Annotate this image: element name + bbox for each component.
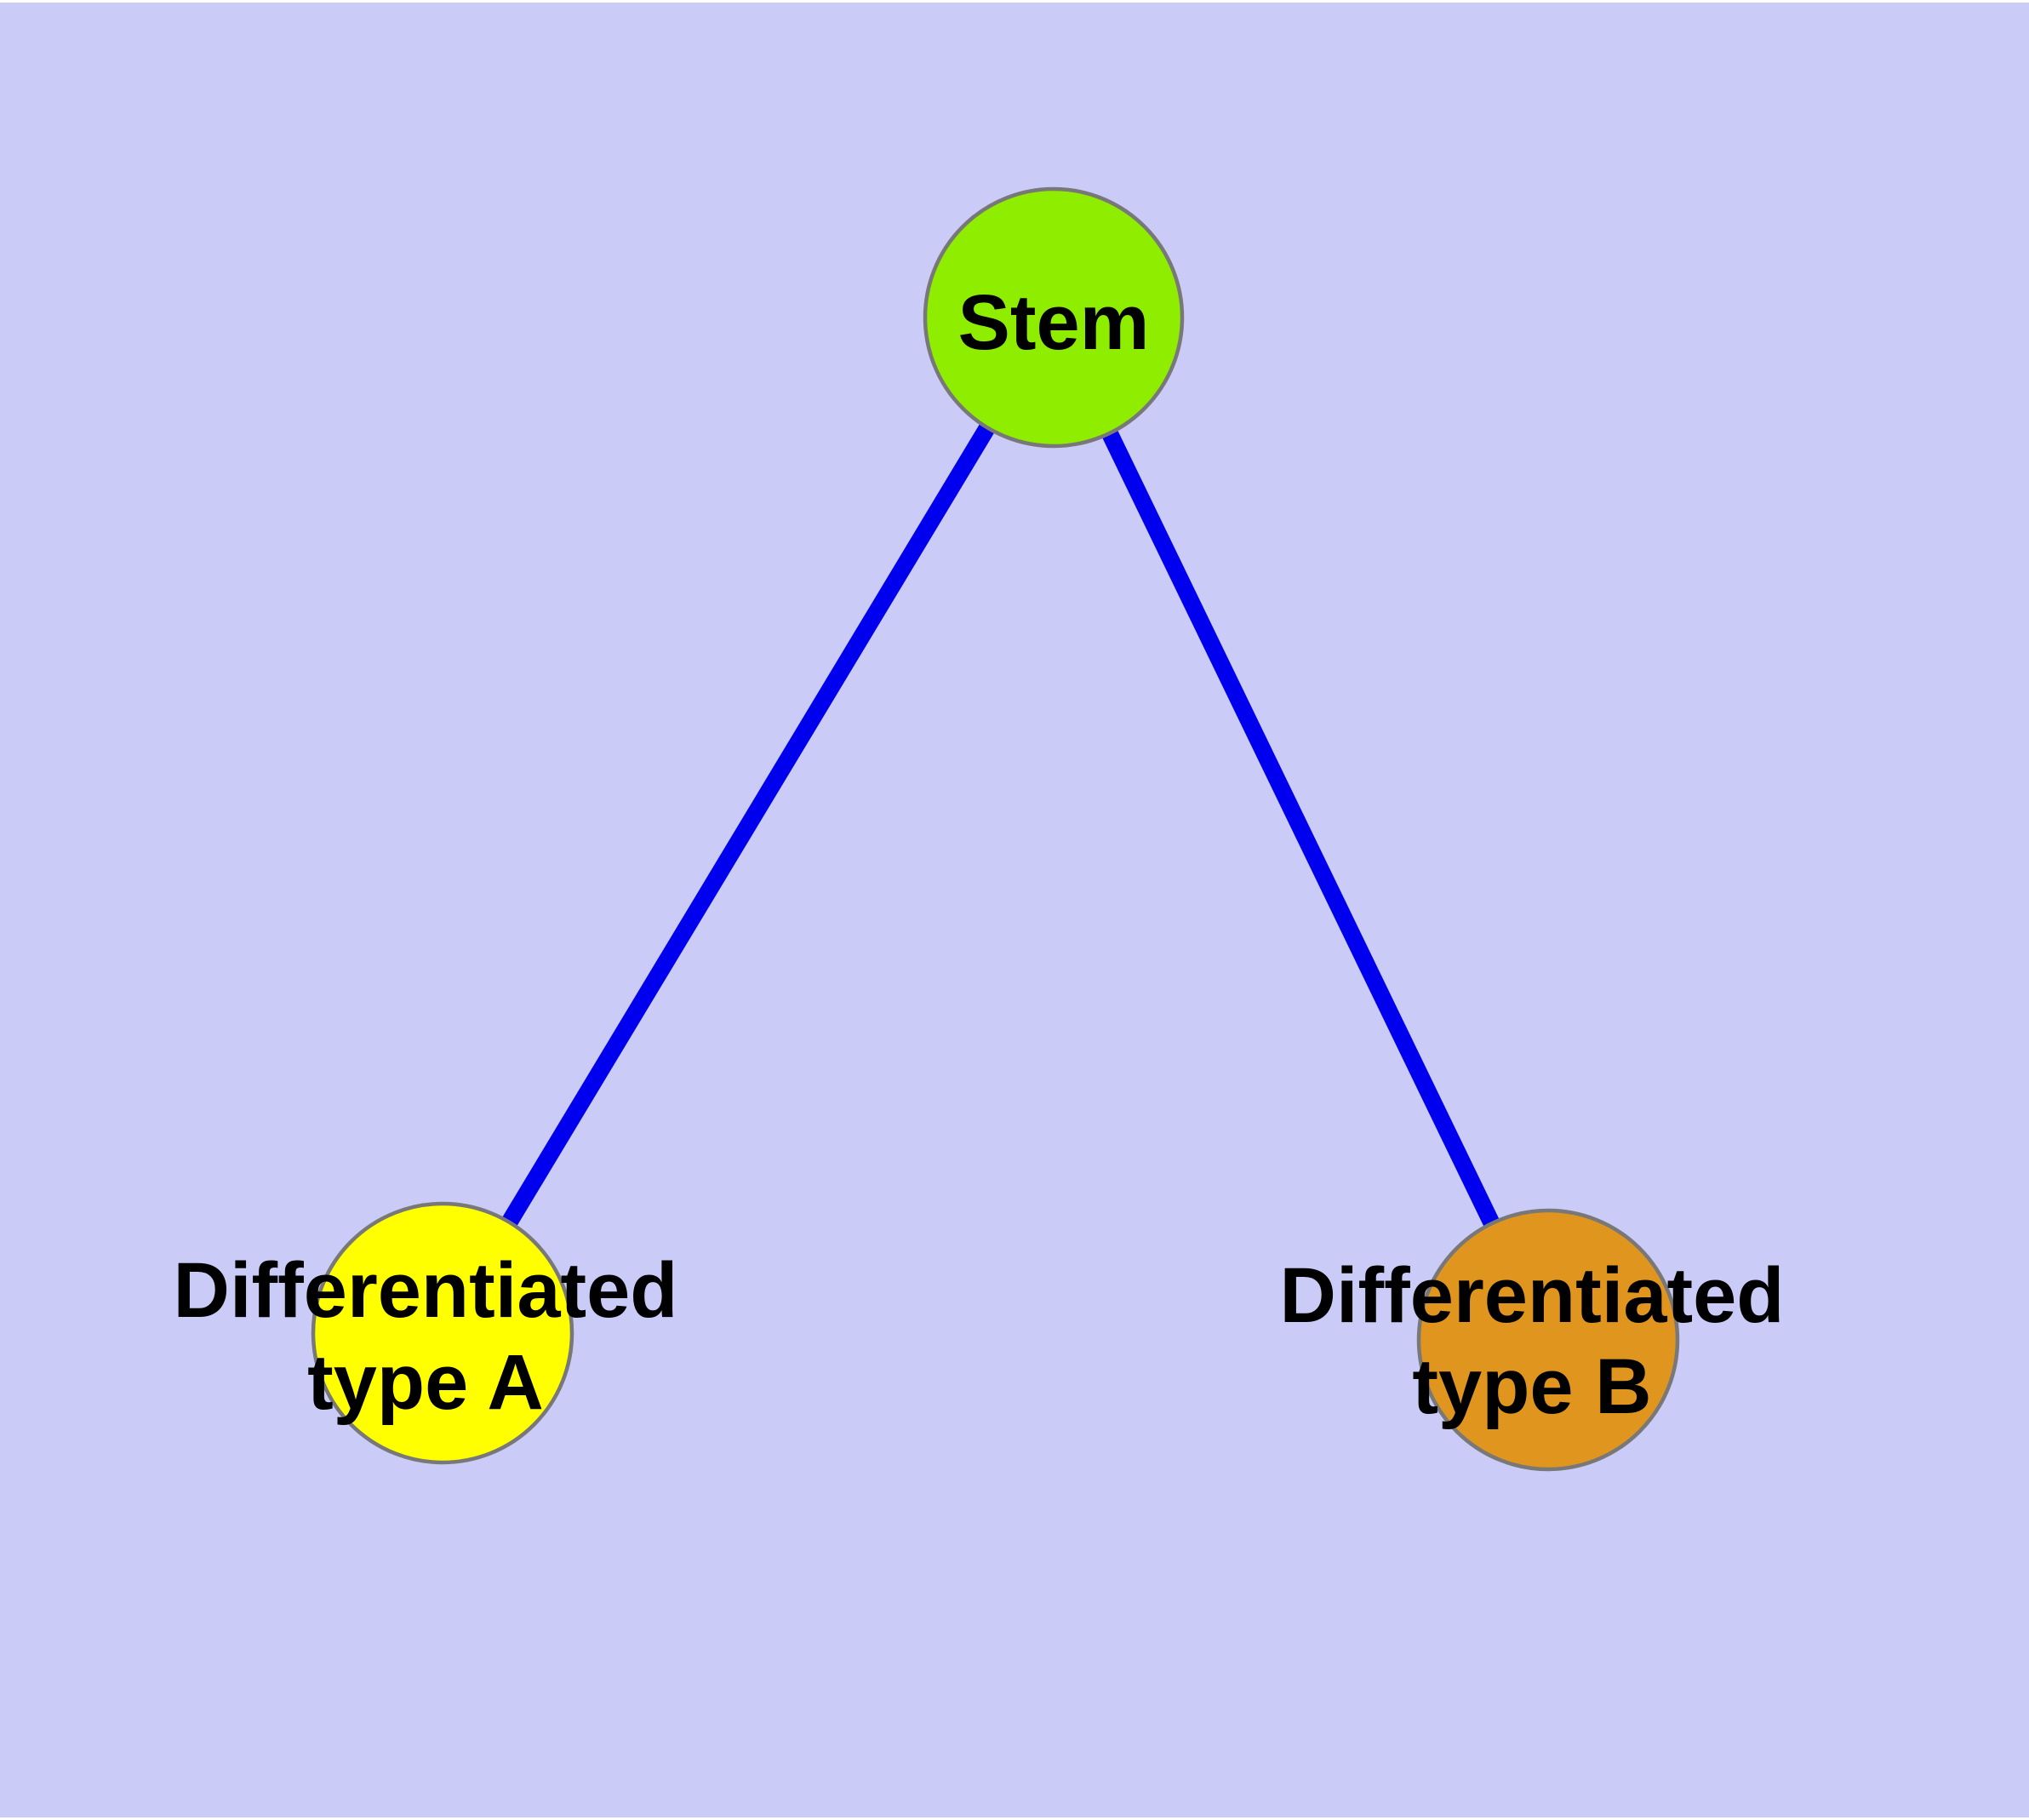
- node-type-a-label-line2: type A: [307, 1339, 544, 1426]
- edges: [435, 312, 1557, 1344]
- node-type-b-label-line2: type B: [1412, 1343, 1651, 1430]
- node-type-b-label-line1: Differentiated: [1280, 1252, 1785, 1339]
- node-labels: Stem Differentiated type A Differentiate…: [174, 279, 1785, 1430]
- node-stem-label: Stem: [958, 279, 1150, 366]
- edge-stem-to-type-a: [435, 312, 1061, 1338]
- edge-stem-to-type-b: [1045, 313, 1557, 1344]
- node-stem: [923, 186, 1185, 449]
- node-differentiated-type-b: [1416, 1208, 1680, 1472]
- nodes: [311, 186, 1680, 1472]
- node-differentiated-type-a: [311, 1201, 574, 1465]
- node-type-a-label-line1: Differentiated: [174, 1247, 678, 1334]
